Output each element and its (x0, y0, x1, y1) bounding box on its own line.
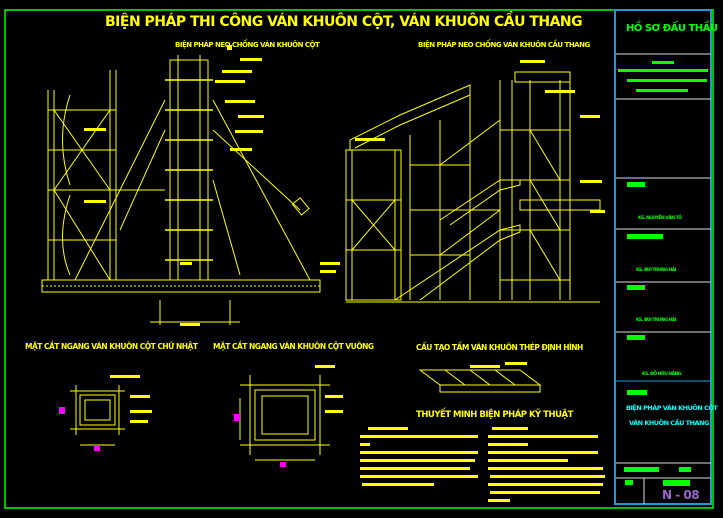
drawing-name-line1: BIỆN PHÁP VÁN KHUÔN CỘT (626, 404, 718, 412)
column-labels (84, 45, 340, 326)
steel-form-panel (418, 369, 542, 393)
square-section-title: MẶT CẮT NGANG VÁN KHUÔN CỘT VUÔNG (213, 342, 374, 351)
section-marker (280, 462, 286, 467)
section-marker (59, 407, 65, 414)
engineer-4: KS. ĐỖ HỮU HẰNG (642, 372, 682, 377)
section-marker (94, 446, 100, 451)
section-marker (234, 414, 240, 421)
stair-bracing-elevation (345, 71, 601, 303)
engineer-3: KS. BÙI TRUNG HẢI (636, 318, 676, 323)
stair-bracing-title: BIỆN PHÁP NEO CHỐNG VÁN KHUÔN CẦU THANG (418, 41, 590, 49)
stair-labels (355, 60, 605, 213)
rect-column-section (70, 385, 125, 446)
drawing-name-line2: VÁN KHUÔN CẦU THANG (629, 419, 709, 427)
outer-frame (4, 9, 714, 509)
engineer-2: KS. BÙI TRUNG HẢI (636, 268, 676, 273)
main-title: BIỆN PHÁP THI CÔNG VÁN KHUÔN CỘT, VÁN KH… (105, 14, 583, 30)
square-column-section (239, 375, 330, 461)
column-bracing-elevation (41, 55, 321, 325)
steel-panel-title: CẤU TẠO TẤM VÁN KHUÔN THÉP ĐỊNH HÌNH (416, 343, 583, 352)
title-block-frame (614, 9, 712, 505)
title-block-dividers (616, 53, 711, 504)
column-bracing-title: BIỆN PHÁP NEO CHỐNG VÁN KHUÔN CỘT (175, 41, 320, 49)
title-block-tags (624, 182, 691, 486)
sheet-number: N - 08 (662, 488, 700, 502)
notes-title: THUYẾT MINH BIỆN PHÁP KỸ THUẬT (416, 410, 573, 420)
title-block-header: HỒ SƠ ĐẤU THẦU (626, 23, 718, 34)
engineer-1: KS. NGUYỄN VĂN TỐ (638, 216, 682, 221)
rect-section-title: MẶT CẮT NGANG VÁN KHUÔN CỘT CHỮ NHẬT (25, 342, 198, 351)
